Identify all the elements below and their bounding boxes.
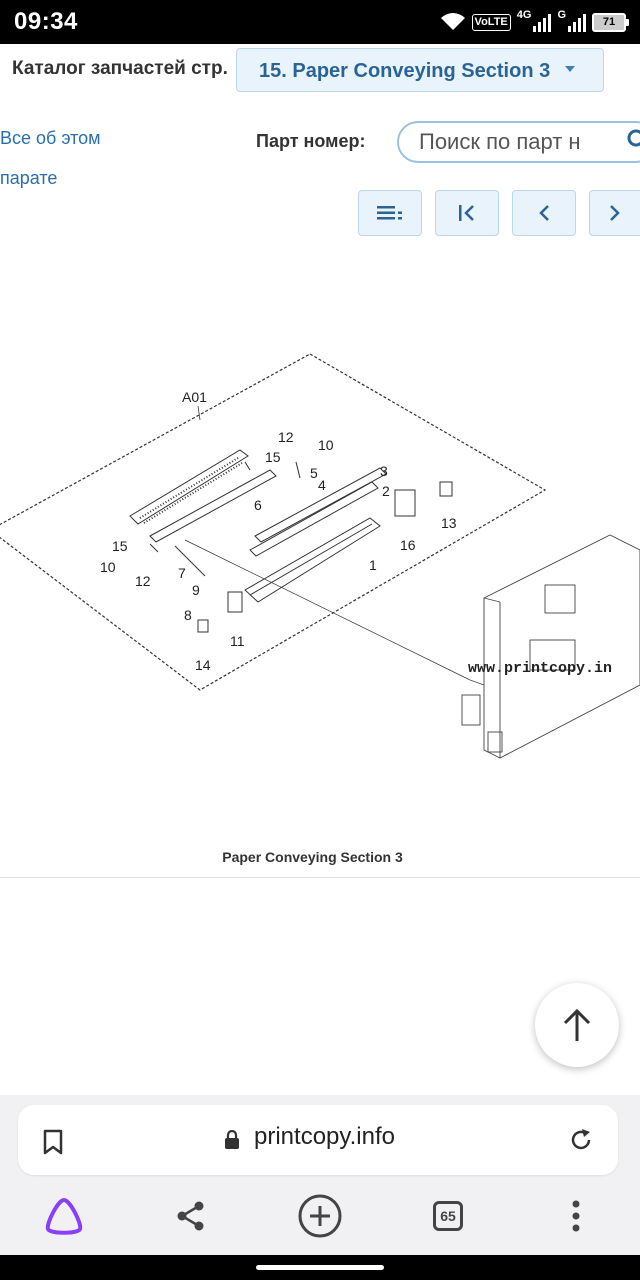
callout-14: 14	[195, 657, 211, 673]
callout-16: 16	[400, 537, 416, 553]
chevron-right-icon	[610, 205, 620, 221]
share-button[interactable]	[161, 1183, 221, 1249]
parts-diagram: A01 1 2 3 4 5 6 7 8 9 10 10 11 12 12	[0, 353, 640, 759]
arrow-up-icon	[563, 1008, 591, 1041]
wifi-icon	[440, 13, 465, 30]
section-select-value: 15. Paper Conveying Section 3	[259, 60, 551, 82]
divider	[0, 877, 640, 878]
first-page-button[interactable]	[435, 190, 499, 236]
callout-10-b: 10	[100, 559, 116, 575]
part-search-input[interactable]	[397, 121, 640, 163]
new-tab-button[interactable]	[290, 1183, 350, 1249]
bookmark-icon[interactable]	[42, 1129, 64, 1155]
callout-12-b: 12	[135, 573, 151, 589]
catalog-label: Каталог запчастей стр.	[12, 58, 228, 79]
diagram-caption: Paper Conveying Section 3	[222, 849, 403, 865]
first-page-icon	[459, 205, 474, 221]
callout-4: 4	[318, 477, 326, 493]
about-link-line2: парате	[0, 168, 58, 188]
callout-9: 9	[192, 582, 200, 598]
signal-icon	[533, 14, 552, 32]
list-icon	[377, 206, 402, 220]
alice-icon	[45, 1198, 83, 1235]
more-vertical-icon	[572, 1200, 580, 1232]
callout-12-a: 12	[278, 429, 294, 445]
browser-toolbar: printcopy.info 65	[0, 1095, 640, 1255]
prev-page-button[interactable]	[512, 190, 576, 236]
chevron-left-icon	[539, 205, 549, 221]
reload-icon[interactable]	[568, 1127, 594, 1153]
network-type-2: G	[557, 9, 566, 21]
callout-5: 5	[310, 465, 318, 481]
callout-3: 3	[380, 463, 388, 479]
assistant-button[interactable]	[34, 1183, 94, 1249]
part-number-label: Парт номер:	[256, 131, 366, 151]
callout-13: 13	[441, 515, 457, 531]
group-label: A01	[182, 389, 207, 405]
callout-7: 7	[178, 565, 186, 581]
callout-8: 8	[184, 607, 192, 623]
tabs-button[interactable]: 65	[418, 1183, 478, 1249]
status-time: 09:34	[14, 8, 78, 35]
next-page-button[interactable]	[589, 190, 640, 236]
callout-10-a: 10	[318, 437, 334, 453]
more-menu-button[interactable]	[546, 1183, 606, 1249]
browser-bottom-nav: 65	[0, 1183, 640, 1249]
plus-circle-icon	[298, 1194, 342, 1238]
about-device-link[interactable]: Все об этом парате	[0, 118, 130, 198]
status-bar: 09:34 VoLTE 4G G 71	[0, 0, 640, 44]
about-link-line1: Все об этом	[0, 128, 101, 148]
lock-icon	[225, 1130, 239, 1149]
diagram-group-frame	[0, 353, 547, 691]
status-icons: VoLTE 4G G 71	[440, 9, 629, 35]
search-icon[interactable]	[626, 128, 640, 150]
callout-1: 1	[369, 557, 377, 573]
watermark: www.printcopy.in	[468, 660, 612, 677]
callout-11: 11	[230, 633, 245, 649]
machine-frame	[461, 534, 640, 759]
tab-count: 65	[433, 1201, 463, 1231]
url-text: printcopy.info	[254, 1123, 395, 1150]
callout-15-a: 15	[265, 449, 281, 465]
chevron-down-icon	[565, 66, 575, 72]
share-icon	[177, 1201, 204, 1231]
battery-indicator: 71	[592, 12, 629, 32]
volte-badge: VoLTE	[471, 13, 511, 31]
section-select[interactable]: 15. Paper Conveying Section 3	[236, 48, 604, 92]
callout-6: 6	[254, 497, 262, 513]
network-type-1: 4G	[516, 9, 532, 21]
signal-icon-2	[568, 14, 586, 32]
address-bar[interactable]: printcopy.info	[18, 1105, 618, 1175]
home-gesture-handle[interactable]	[256, 1265, 384, 1270]
scroll-top-button[interactable]	[535, 983, 619, 1067]
callout-2: 2	[382, 483, 390, 499]
callout-15-b: 15	[112, 538, 128, 554]
list-view-button[interactable]	[358, 190, 422, 236]
roller-assembly	[129, 449, 471, 681]
gesture-bar	[0, 1255, 640, 1280]
